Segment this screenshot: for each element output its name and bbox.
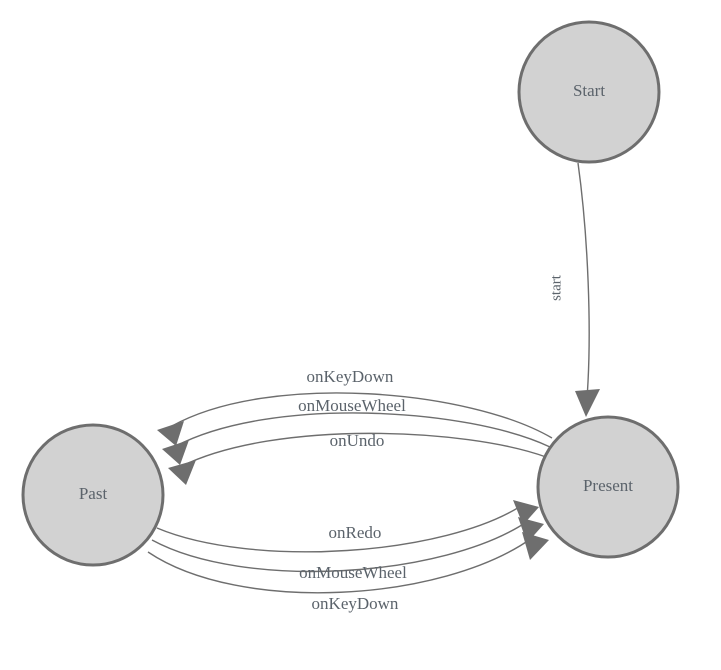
node-start[interactable]: Start (517, 20, 661, 164)
edge-present-to-past-onundo-path (181, 432, 547, 467)
edge-present-to-past-onmousewheel[interactable]: onMouseWheel (162, 396, 551, 465)
edge-label-present-past-onkeydown: onKeyDown (307, 367, 394, 386)
edge-past-to-present-onkeydown-path (147, 537, 533, 594)
edge-present-to-past-onkeydown[interactable]: onKeyDown (157, 367, 553, 446)
edge-label-start: start (548, 274, 564, 301)
node-past[interactable]: Past (21, 423, 165, 567)
edge-start-to-present-path (577, 162, 590, 399)
edge-past-to-present-onmousewheel-path (151, 520, 529, 573)
edge-past-to-present-onredo[interactable]: onRedo (156, 500, 539, 553)
node-start-circle (517, 20, 661, 164)
edge-label-past-present-onkeydown: onKeyDown (312, 594, 399, 613)
edge-past-to-present-onkeydown[interactable]: onKeyDown (147, 532, 549, 613)
edge-past-to-present-onredo-arrowhead (513, 500, 539, 525)
edge-past-to-present-onredo-path (156, 503, 525, 553)
edge-past-to-present-onmousewheel[interactable]: onMouseWheel (151, 517, 544, 582)
node-past-circle (21, 423, 165, 567)
node-present-label: Present (583, 476, 633, 495)
edge-label-past-present-onmousewheel: onMouseWheel (299, 563, 407, 582)
edge-present-to-past-onundo-arrowhead (168, 460, 196, 485)
edge-label-present-past-onmousewheel: onMouseWheel (298, 396, 406, 415)
edge-present-to-past-onkeydown-path (171, 392, 553, 439)
edge-present-to-past-onundo[interactable]: onUndo (168, 431, 547, 485)
edge-past-to-present-onkeydown-arrowhead (522, 532, 549, 560)
edge-present-to-past-onmousewheel-path (175, 412, 551, 448)
node-start-label: Start (573, 81, 605, 100)
edge-label-present-past-onundo: onUndo (330, 431, 385, 450)
edge-present-to-past-onkeydown-arrowhead (157, 421, 184, 446)
node-present-circle (536, 415, 680, 559)
node-present[interactable]: Present (536, 415, 680, 559)
edge-start-to-present-arrowhead (575, 389, 600, 417)
node-past-label: Past (79, 484, 108, 503)
edge-present-to-past-onmousewheel-arrowhead (162, 440, 189, 465)
edge-start-to-present[interactable]: start (548, 162, 600, 417)
edge-label-past-present-onredo: onRedo (329, 523, 382, 542)
edge-past-to-present-onmousewheel-arrowhead (518, 517, 544, 543)
